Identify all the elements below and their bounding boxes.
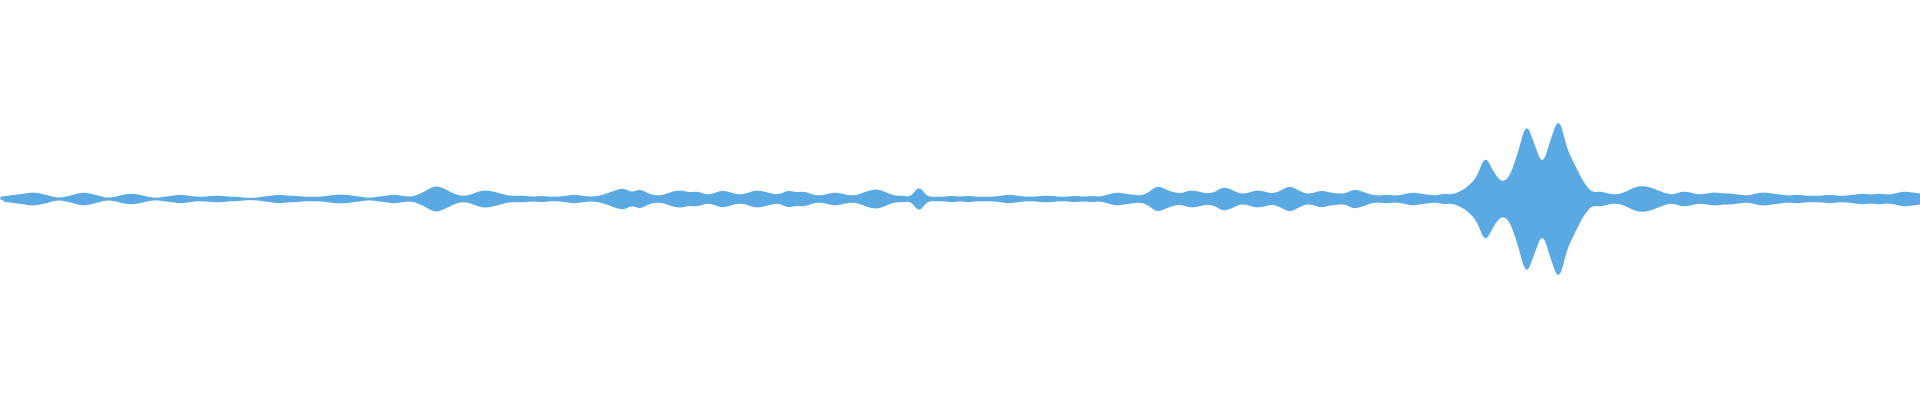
waveform-shape <box>0 123 1920 275</box>
